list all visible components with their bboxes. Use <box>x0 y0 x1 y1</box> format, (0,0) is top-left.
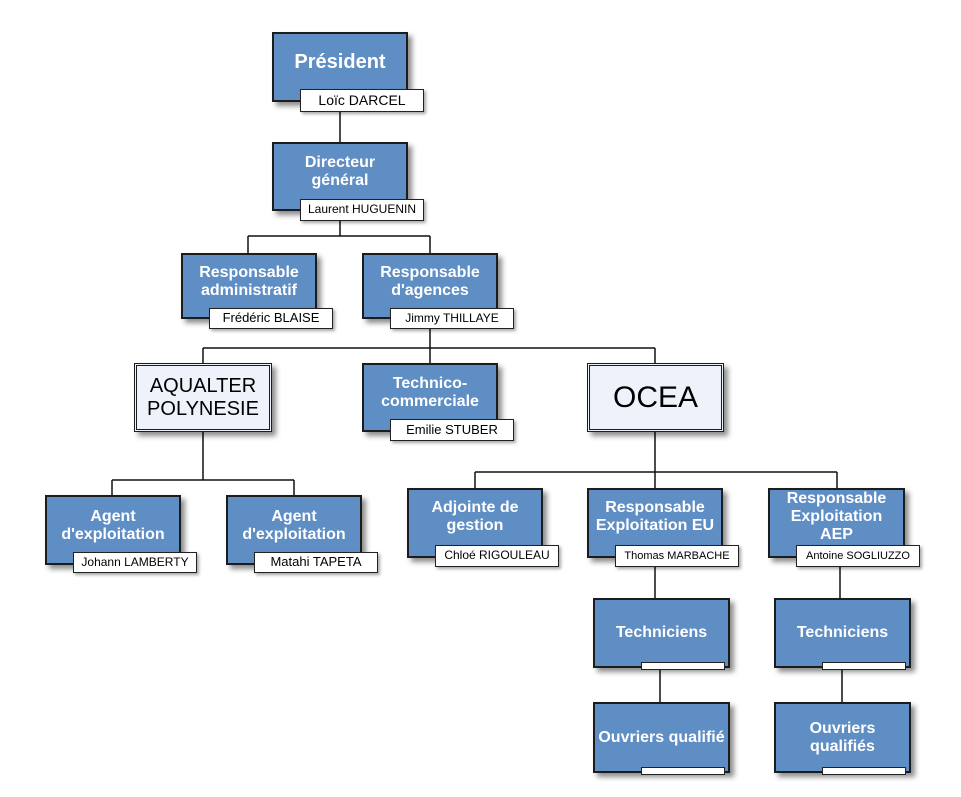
node-title: Responsable Exploitation EU <box>595 499 715 534</box>
name-tag: Thomas MARBACHE <box>615 545 739 567</box>
node-responsable-agences[interactable]: Responsable d'agences Jimmy THILLAYE <box>362 253 514 329</box>
name-tag: Antoine SOGLIUZZO <box>796 545 920 567</box>
node-title: Ouvriers qualifiés <box>809 719 876 755</box>
connector-aqualter-agents <box>111 432 295 495</box>
node-title: Président <box>294 50 386 73</box>
node-title: Technico-commerciale <box>381 374 479 410</box>
node-title: Ouvriers qualifié <box>598 728 725 746</box>
node-title: Techniciens <box>615 624 708 642</box>
node-ouvriers-qualifies-aep[interactable]: Ouvriers qualifiés <box>774 702 911 775</box>
node-title: AQUALTER POLYNESIE <box>147 375 259 420</box>
node-title: Agent d'exploitation <box>61 508 165 543</box>
node-technico-commerciale[interactable]: Technico-commerciale Emilie STUBER <box>362 363 514 441</box>
connector-agences-branches <box>202 318 656 363</box>
node-agent-exploitation-1[interactable]: Agent d'exploitation Johann LAMBERTY <box>45 495 197 573</box>
node-agent-exploitation-2[interactable]: Agent d'exploitation Matahi TAPETA <box>226 495 378 573</box>
connector-directeur-responsables <box>247 211 431 253</box>
node-techniciens-eu[interactable]: Techniciens <box>593 598 730 670</box>
name-tag: Laurent HUGUENIN <box>300 199 424 221</box>
node-ocea[interactable]: OCEA <box>587 363 724 432</box>
node-title: Techniciens <box>796 624 889 642</box>
node-aqualter-polynesie[interactable]: AQUALTER POLYNESIE <box>134 363 272 432</box>
node-title: OCEA <box>612 380 699 414</box>
node-techniciens-aep[interactable]: Techniciens <box>774 598 911 670</box>
node-title: Responsable Exploitation AEP <box>786 490 887 543</box>
name-tag-empty <box>822 767 906 775</box>
name-tag: Matahi TAPETA <box>254 552 378 573</box>
node-ouvriers-qualifies-eu[interactable]: Ouvriers qualifié <box>593 702 730 775</box>
connector-ocea-staff <box>474 432 838 488</box>
node-title: Responsable administratif <box>199 264 299 299</box>
node-adjointe-gestion[interactable]: Adjointe de gestion Chloé RIGOULEAU <box>407 488 559 567</box>
name-tag: Jimmy THILLAYE <box>390 308 514 329</box>
name-tag: Johann LAMBERTY <box>73 552 197 573</box>
node-title: Directeur général <box>304 153 376 189</box>
node-president[interactable]: Président Loïc DARCEL <box>272 32 424 112</box>
name-tag: Chloé RIGOULEAU <box>435 545 559 567</box>
node-responsable-exploitation-eu[interactable]: Responsable Exploitation EU Thomas MARBA… <box>587 488 739 567</box>
node-responsable-administratif[interactable]: Responsable administratif Frédéric BLAIS… <box>181 253 333 329</box>
name-tag-empty <box>641 662 725 670</box>
name-tag: Emilie STUBER <box>390 419 514 441</box>
name-tag-empty <box>822 662 906 670</box>
name-tag: Frédéric BLAISE <box>209 308 333 329</box>
node-directeur-general[interactable]: Directeur général Laurent HUGUENIN <box>272 142 424 221</box>
name-tag: Loïc DARCEL <box>300 89 424 112</box>
node-title: Responsable d'agences <box>380 264 480 299</box>
node-title: Agent d'exploitation <box>242 508 346 543</box>
node-responsable-exploitation-aep[interactable]: Responsable Exploitation AEP Antoine SOG… <box>768 488 920 567</box>
node-title: Adjointe de gestion <box>431 499 519 534</box>
name-tag-empty <box>641 767 725 775</box>
